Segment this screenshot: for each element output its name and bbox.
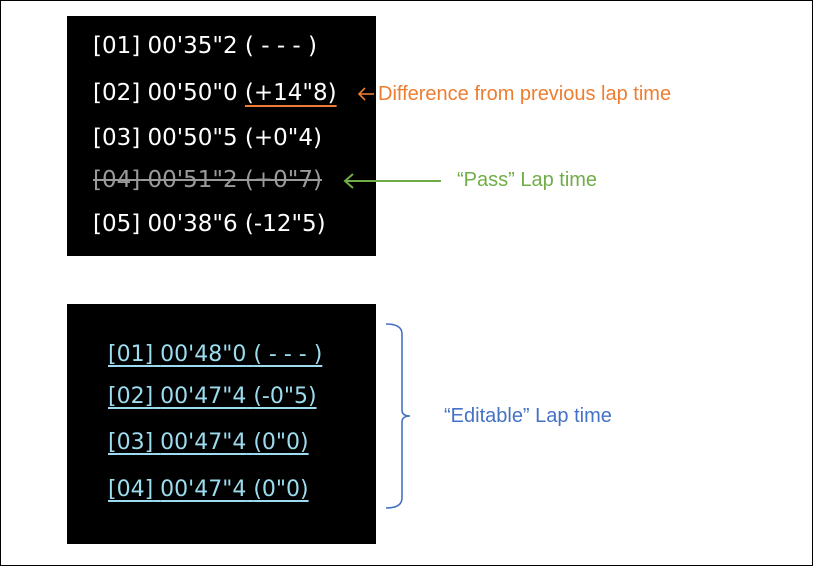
lap-time: 00'47"4 <box>160 430 247 455</box>
lap-id: [02] <box>108 384 154 409</box>
lap-time: 00'35"2 <box>147 33 238 59</box>
lap-time: 00'47"4 <box>160 384 247 409</box>
editable-annotation: “Editable” Lap time <box>444 405 612 427</box>
editable-lap-row-04[interactable]: [04] 00'47"4 (0"0) <box>108 477 309 502</box>
lap-id: [03] <box>93 125 141 151</box>
lap-time: 00'48"0 <box>160 342 247 367</box>
lap-diff: (-12"5) <box>244 211 326 237</box>
lap-time: 00'50"0 <box>147 80 238 106</box>
lap-diff: (+0"7) <box>244 167 322 193</box>
lap-time: 00'47"4 <box>160 477 247 502</box>
difference-annotation: Difference from previous lap time <box>378 83 672 105</box>
lap-id: [03] <box>108 430 154 455</box>
lap-id: [04] <box>108 477 154 502</box>
lap-id: [05] <box>93 211 141 237</box>
lap-list-panel: [01] 00'35"2 ( - - - ) [02] 00'50"0 (+14… <box>67 16 376 256</box>
lap-id: [01] <box>108 342 154 367</box>
lap-id: [01] <box>93 33 141 59</box>
lap-diff-highlighted: (+14"8) <box>244 80 337 106</box>
lap-time: 00'51"2 <box>147 167 238 193</box>
editable-lap-row-01[interactable]: [01] 00'48"0 ( - - - ) <box>108 342 322 367</box>
lap-diff: ( - - - ) <box>244 33 318 59</box>
lap-diff: (0"0) <box>253 477 309 502</box>
lap-id: [04] <box>93 167 141 193</box>
lap-diff: (0"0) <box>253 430 309 455</box>
pass-annotation: “Pass” Lap time <box>457 169 598 191</box>
editable-lap-list-panel: [01] 00'48"0 ( - - - ) [02] 00'47"4 (-0"… <box>67 304 376 544</box>
lap-time: 00'50"5 <box>147 125 238 151</box>
lap-id: [02] <box>93 80 141 106</box>
editable-lap-row-02[interactable]: [02] 00'47"4 (-0"5) <box>108 384 317 409</box>
editable-lap-row-03[interactable]: [03] 00'47"4 (0"0) <box>108 430 309 455</box>
lap-row-05: [05] 00'38"6 (-12"5) <box>93 211 326 237</box>
lap-row-01: [01] 00'35"2 ( - - - ) <box>93 33 317 59</box>
lap-row-04-pass: [04] 00'51"2 (+0"7) <box>93 167 322 193</box>
lap-diff: (-0"5) <box>253 384 317 409</box>
lap-diff: ( - - - ) <box>253 342 323 367</box>
lap-diff: (+0"4) <box>244 125 322 151</box>
lap-row-02: [02] 00'50"0 (+14"8) <box>93 80 337 106</box>
lap-row-03: [03] 00'50"5 (+0"4) <box>93 125 322 151</box>
lap-time: 00'38"6 <box>147 211 238 237</box>
